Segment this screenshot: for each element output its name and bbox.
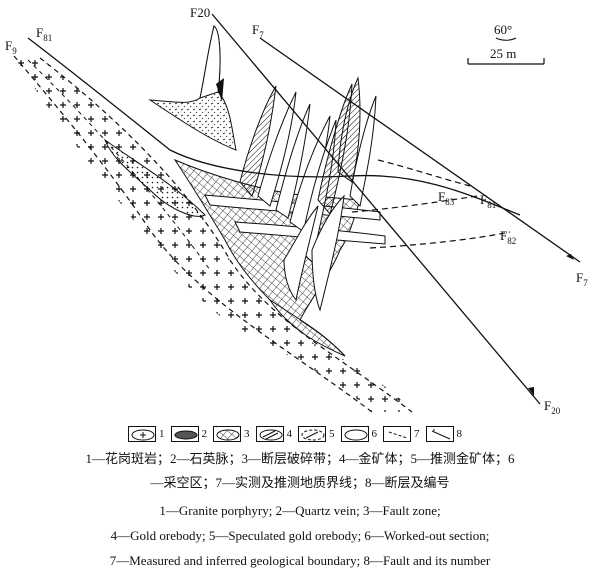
- scale-length: 25 m: [490, 46, 516, 61]
- fault-swatch: [425, 426, 454, 442]
- geological-section-map: F20 F7 F81 F9 F83 F81 F82 F7 F20 60° 25 …: [5, 5, 588, 416]
- label-f82: F82: [500, 228, 516, 246]
- label-f9: F9: [5, 38, 17, 56]
- legend: 1 2 3 4 5 6 7 8: [128, 424, 468, 444]
- label-f83: F83: [438, 189, 455, 207]
- legend-num: 1: [159, 428, 165, 440]
- dip-angle: 60°: [494, 22, 512, 37]
- caption-en-line2: 4—Gold orebody; 5—Speculated gold orebod…: [110, 528, 490, 543]
- gold-orebody-swatch: [255, 426, 284, 442]
- legend-item-7: 7: [383, 426, 420, 442]
- label-f7-right: F7: [576, 270, 588, 288]
- label-f20-top: F20: [190, 5, 210, 20]
- caption-en-line1: 1—Granite porphyry; 2—Quartz vein; 3—Fau…: [159, 503, 441, 518]
- legend-item-6: 6: [340, 426, 378, 442]
- legend-item-4: 4: [255, 426, 293, 442]
- legend-num: 5: [329, 428, 335, 440]
- worked-out-swatch: [340, 426, 369, 442]
- fault-f83-extension: [351, 195, 479, 213]
- caption-zh-line1: 1—花岗斑岩；2—石英脉；3—断层破碎带；4—金矿体；5—推测金矿体；6: [85, 451, 515, 466]
- legend-item-1: 1: [128, 426, 165, 442]
- label-f81-left: F81: [36, 25, 52, 43]
- fault-f20: [211, 13, 541, 405]
- fault-f20-arrow: [528, 387, 534, 396]
- legend-item-8: 8: [425, 426, 463, 442]
- quartz-vein-swatch: [170, 426, 199, 442]
- orebodies: [239, 76, 377, 312]
- legend-item-2: 2: [170, 426, 208, 442]
- quartz-vein-spike: [148, 25, 237, 151]
- legend-num: 2: [201, 428, 208, 440]
- fault-f82: [369, 231, 511, 249]
- label-f81-right: F81: [480, 192, 496, 210]
- fault-zone-swatch: [213, 426, 241, 442]
- legend-num: 8: [456, 428, 463, 440]
- legend-num: 6: [371, 428, 378, 440]
- legend-item-5: 5: [298, 426, 335, 442]
- legend-num: 4: [286, 428, 293, 440]
- granite-porphyry-swatch: [128, 426, 156, 442]
- legend-num: 3: [244, 428, 250, 440]
- legend-num: 7: [414, 428, 420, 440]
- scale-indicator: 60° 25 m: [467, 22, 545, 65]
- fault-f7-arrow: [566, 254, 574, 260]
- fault-f7: [259, 37, 581, 263]
- fault-f81: [27, 37, 521, 216]
- caption-en-line3: 7—Measured and inferred geological bound…: [109, 553, 491, 568]
- boundary-swatch: [383, 426, 411, 442]
- dotted-lens: [103, 138, 206, 217]
- legend-item-3: 3: [213, 426, 250, 442]
- label-f20-bottom: F20: [544, 398, 561, 416]
- caption-zh-line2: —采空区；7—实测及推测地质界线；8—断层及编号: [150, 475, 450, 490]
- label-f7-top: F7: [252, 22, 264, 40]
- speculated-orebody-swatch: [298, 426, 326, 442]
